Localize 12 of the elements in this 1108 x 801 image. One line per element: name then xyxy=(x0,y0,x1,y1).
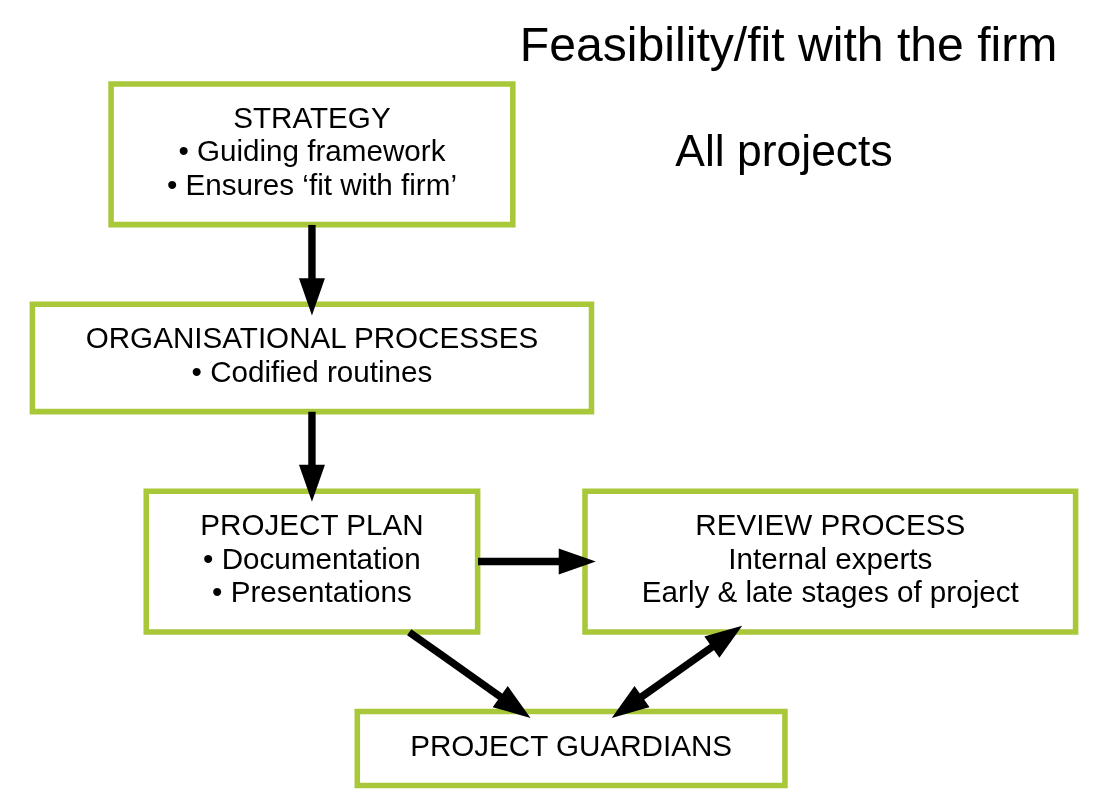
label: All projects xyxy=(675,125,893,175)
node-box: ORGANISATIONAL PROCESSES • Codified routines xyxy=(29,301,595,415)
arrow xyxy=(298,411,325,502)
arrow xyxy=(611,625,743,718)
node-box: PROJECT PLAN • Documentation • Presentations xyxy=(143,488,481,635)
node-box: STRATEGY • Guiding framework • Ensures ‘fit with firm’ xyxy=(108,81,516,228)
diagram-title: Feasibility/fit with the firm xyxy=(519,17,1058,72)
arrow xyxy=(407,629,531,718)
arrow xyxy=(298,224,325,316)
node-box: PROJECT GUARDIANS xyxy=(354,708,788,789)
node-box: REVIEW PROCESS Internal experts Early & late stages of project xyxy=(582,488,1079,635)
arrow xyxy=(478,548,596,575)
